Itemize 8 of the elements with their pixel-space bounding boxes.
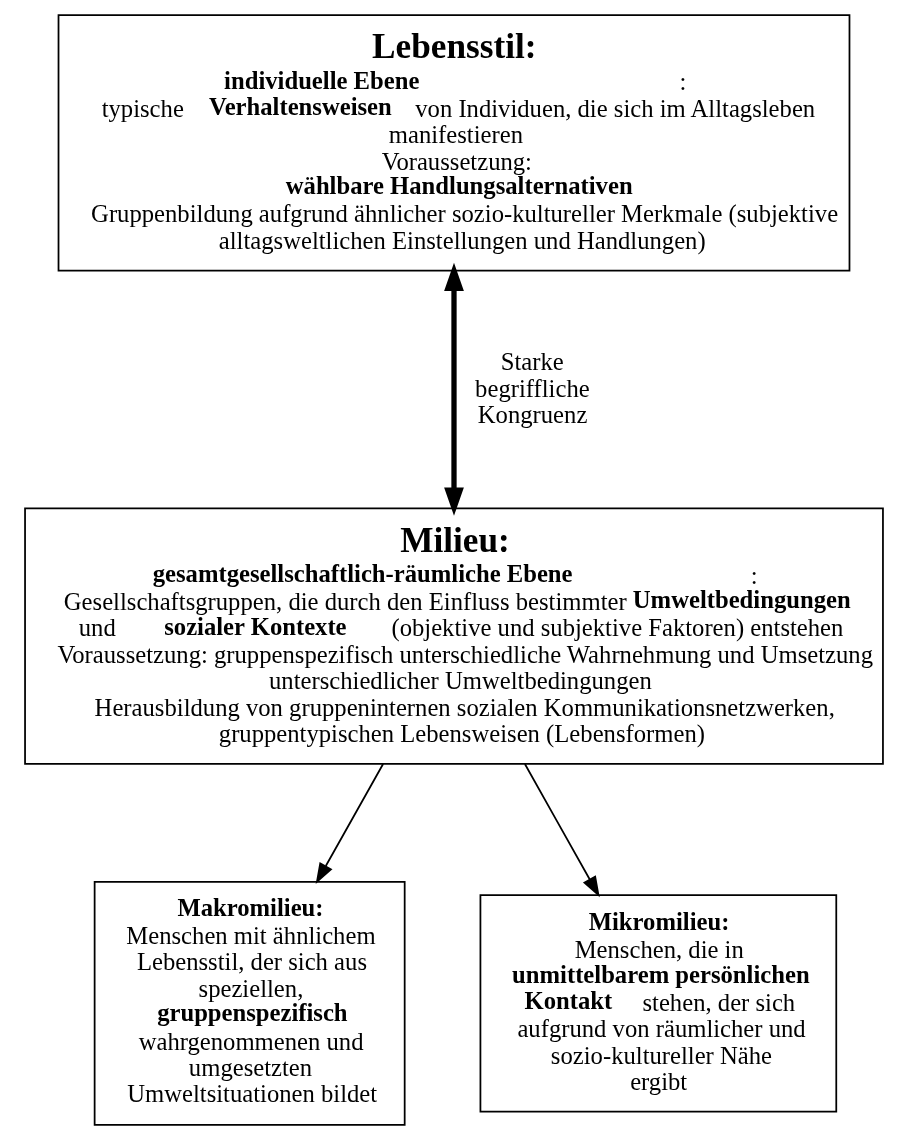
edge-label: Starke begriffliche Kongruenz bbox=[475, 348, 590, 429]
node-box: Mikromilieu: Menschen, die in unmittelbarem persönlichen Kontakt stehen, der sich aufgrund von räumlicher und sozio-kultureller Nähe ergibt bbox=[479, 894, 838, 1113]
arrow bbox=[315, 763, 384, 885]
node-box: Lebensstil: individuelle Ebene: typische Verhaltensweisen von Individuen, die sich im Alltagsleben manifestieren Voraussetzung: wählbare Handlungsalternativen Gruppenbildung aufgrund ähnlicher sozio-kultureller Merkmale (subjektive alltagsweltlichen Einstellungen und Handlungen) bbox=[57, 14, 851, 272]
node-box: Makromilieu: Menschen mit ähnlichem Lebensstil, der sich aus speziellen, gruppenspezifisch wahrgenommenen und umgesetzten Umweltsituationen bildet bbox=[93, 880, 406, 1126]
arrow bbox=[524, 763, 600, 898]
node-box: Milieu: gesamtgesellschaftlich-räumliche Ebene: Gesellschaftsgruppen, die durch den Einfluss bestimmter Umweltbedingungen und sozialer Kontexte (objektive und subjektive Faktoren) entstehen Voraussetzung: gruppenspezifisch unterschiedliche Wahrnehmung und Umsetzung unterschiedlicher Umweltbedingungen Herausbildung von gruppeninternen sozialen Kommunikationsnetzwerken, gruppentypischen Lebensweisen (Lebensformen) bbox=[24, 507, 884, 765]
arrow bbox=[444, 262, 464, 516]
